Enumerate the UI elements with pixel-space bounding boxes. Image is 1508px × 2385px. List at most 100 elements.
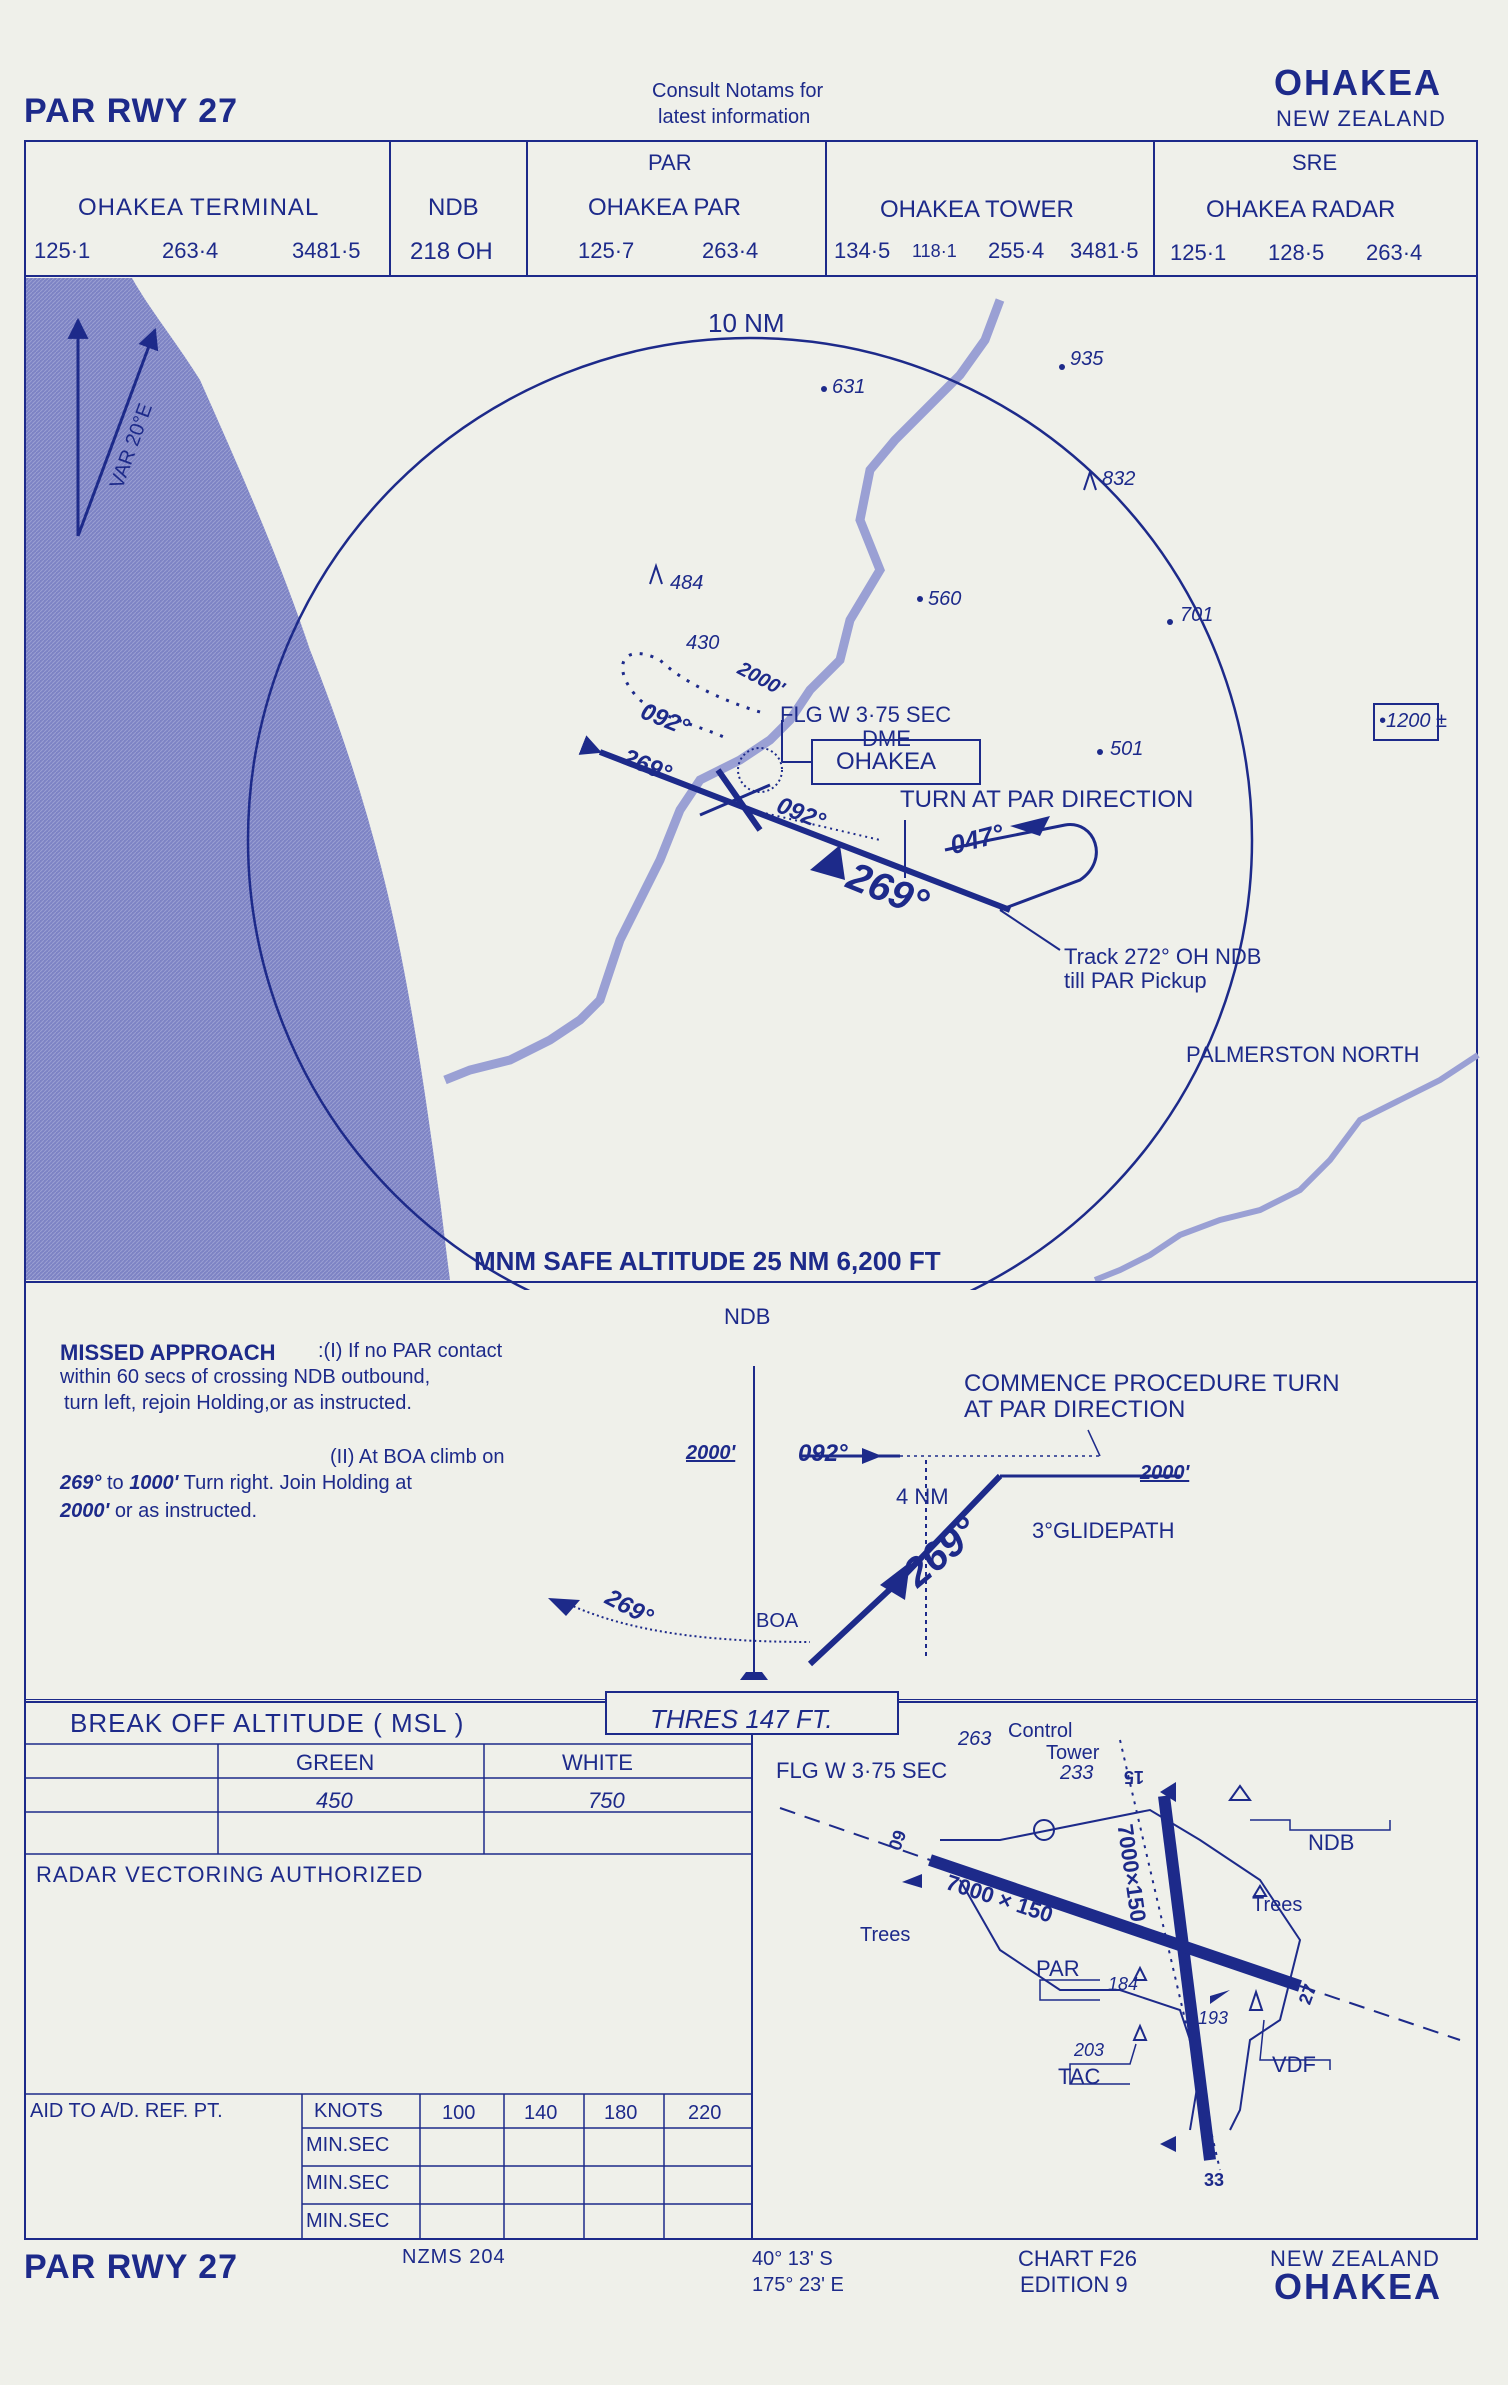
boa-title: BREAK OFF ALTITUDE ( MSL ) [70, 1708, 465, 1738]
par-freq-2: 263·4 [702, 238, 759, 263]
min-sec-row2: MIN.SEC [306, 2172, 390, 2194]
tower-freq-4: 3481·5 [1070, 238, 1139, 263]
ndb-name: NDB [428, 194, 479, 221]
vdf-site-label: VDF [1272, 2052, 1316, 2077]
elevation-701: 701 [1180, 604, 1214, 626]
tower-freq-3: 255·4 [988, 238, 1045, 263]
white-value: 750 [588, 1788, 625, 1813]
tower-elevation: 263 [958, 1728, 992, 1750]
tower-freq-1: 134·5 [834, 238, 891, 263]
speed-220: 220 [688, 2102, 722, 2124]
profile-alt-right: 2000' [1140, 1462, 1190, 1484]
profile-ndb-label: NDB [724, 1304, 771, 1329]
range-label: 10 NM [708, 308, 785, 338]
elevation-193: 193 [1198, 2008, 1229, 2028]
radar-freq-2: 128·5 [1268, 240, 1325, 265]
sea-shading [26, 278, 450, 1280]
missed-instruct-text: or as instructed. [114, 1500, 258, 1522]
longitude: 175° 23' E [752, 2274, 844, 2296]
radar-vectoring-note: RADAR VECTORING AUTHORIZED [36, 1862, 424, 1887]
elevation-501: 501 [1110, 738, 1144, 760]
airport-name-bottom: OHAKEA [1274, 2266, 1443, 2307]
tower-label: Tower [1046, 1742, 1100, 1764]
comm-strip-lines [24, 140, 1478, 277]
tower-name: OHAKEA TOWER [880, 196, 1074, 223]
profile-distance: 4 NM [896, 1484, 949, 1509]
tac-site-label: TAC [1058, 2064, 1101, 2089]
boa-label: BOA [756, 1610, 799, 1632]
map-reference: NZMS 204 [402, 2246, 506, 2268]
commence-note-2: AT PAR DIRECTION [964, 1396, 1186, 1423]
country-top: NEW ZEALAND [1276, 106, 1446, 131]
glidepath-label: 3°GLIDEPATH [1032, 1518, 1175, 1543]
trees-east: Trees [1252, 1894, 1303, 1916]
terrain-box [1373, 703, 1439, 741]
missed-turn-text: Turn right. Join Holding at [183, 1472, 412, 1494]
missed-approach-2a: (II) At BOA climb on [330, 1446, 505, 1468]
knots-label: KNOTS [314, 2100, 383, 2122]
beacon-label: FLG W 3·75 SEC [780, 702, 952, 727]
lower-section-lines [24, 1691, 1478, 2240]
par-site-label: PAR [1036, 1956, 1080, 1981]
speed-180: 180 [604, 2102, 638, 2124]
chart-number: CHART F26 [1018, 2246, 1138, 2271]
holding-pattern [621, 652, 761, 742]
min-sec-row3: MIN.SEC [306, 2210, 390, 2232]
elevation-560: 560 [928, 588, 962, 610]
terminal-freq-2: 263·4 [162, 238, 219, 263]
range-ring-10nm [246, 336, 1254, 1290]
edition: EDITION 9 [1020, 2272, 1128, 2297]
dme-label: DME [862, 726, 911, 751]
missed-heading-text: 269° [60, 1472, 102, 1494]
elevation-484: 484 [670, 572, 704, 594]
terminal-name: OHAKEA TERMINAL [78, 194, 320, 221]
speed-100: 100 [442, 2102, 476, 2124]
missed-climb-alt: 1000' [129, 1472, 179, 1494]
timing-header: AID TO A/D. REF. PT. [30, 2100, 223, 2122]
latitude: 40° 13' S [752, 2248, 833, 2270]
missed-approach-title: MISSED APPROACH [60, 1340, 276, 1365]
notam-notice-line1: Consult Notams for [652, 80, 824, 102]
aerodrome-diagram [779, 1739, 1461, 2171]
radar-name: OHAKEA RADAR [1206, 196, 1396, 223]
tower-233: 233 [1060, 1762, 1094, 1784]
town-label: PALMERSTON NORTH [1186, 1042, 1420, 1067]
profile-alt-left: 2000' [686, 1442, 736, 1464]
white-label: WHITE [562, 1750, 633, 1775]
green-value: 450 [316, 1788, 353, 1813]
terminal-freq-3: 3481·5 [292, 238, 361, 263]
chart-title-top: PAR RWY 27 [24, 92, 239, 130]
par-freq-1: 125·7 [578, 238, 635, 263]
elevation-203: 203 [1074, 2040, 1105, 2060]
terminal-freq-1: 125·1 [34, 238, 91, 263]
river-east [1093, 1052, 1480, 1283]
river [443, 298, 1005, 1085]
missed-to-text: to [106, 1472, 124, 1494]
elevation-832: 832 [1102, 468, 1136, 490]
sre-label: SRE [1292, 150, 1338, 175]
turn-note: TURN AT PAR DIRECTION [900, 786, 1194, 813]
elevation-631: 631 [832, 376, 866, 398]
runway-33-label: 33 [1204, 2170, 1225, 2190]
missed-approach-1a: :(I) If no PAR contact [318, 1340, 503, 1362]
min-sec-row1: MIN.SEC [306, 2134, 390, 2156]
radar-freq-1: 125·1 [1170, 240, 1227, 265]
track-note-1: Track 272° OH NDB [1064, 944, 1262, 969]
profile-outbound-heading: 092° [798, 1440, 848, 1467]
missed-approach-1c: turn left, rejoin Holding,or as instruct… [64, 1392, 412, 1414]
chart-title-bottom: PAR RWY 27 [24, 2248, 239, 2286]
country-bottom: NEW ZEALAND [1270, 2246, 1440, 2271]
notam-notice-line2: latest information [658, 106, 811, 128]
msa-note: MNM SAFE ALTITUDE 25 NM 6,200 FT [474, 1246, 941, 1276]
ndb-site-label: NDB [1308, 1830, 1355, 1855]
procedure-turn [944, 823, 1098, 912]
elevation-184: 184 [1108, 1974, 1139, 1994]
runway-15-label: 15 [1124, 1767, 1145, 1787]
green-label: GREEN [296, 1750, 375, 1775]
track-note-2: till PAR Pickup [1064, 968, 1207, 993]
elevation-430: 430 [686, 632, 720, 654]
plan-view [24, 278, 1480, 1290]
missed-approach-2b: 269° to 1000' Turn right. Join Holding a… [60, 1472, 412, 1495]
airport-name-top: OHAKEA [1274, 62, 1443, 103]
